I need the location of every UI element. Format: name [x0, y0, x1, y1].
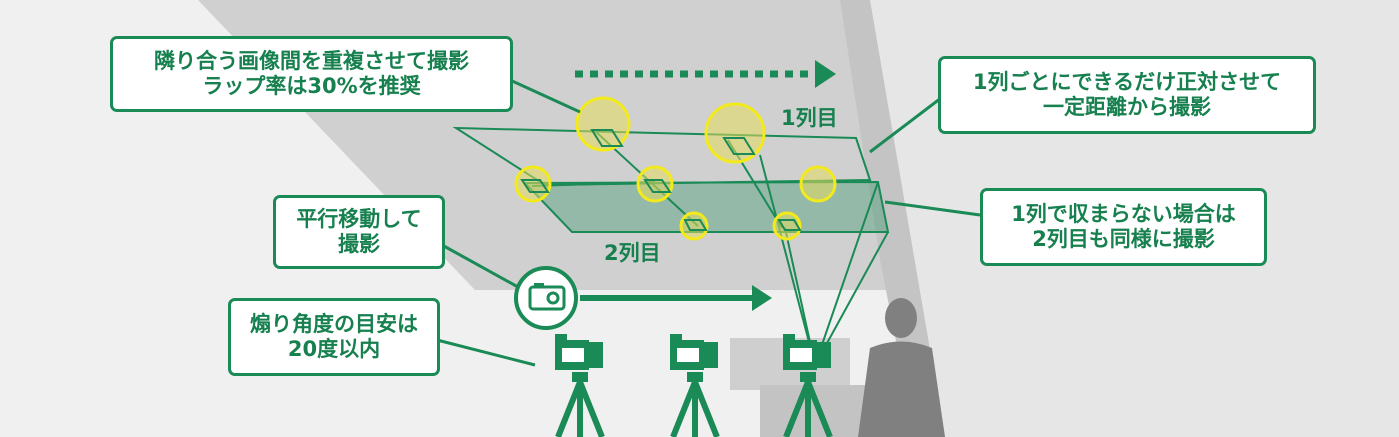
camera-icon [514, 266, 578, 330]
row1-label: 1列目 [781, 106, 838, 130]
overlap-circle [636, 165, 674, 203]
tripod-camera-icon [670, 334, 720, 437]
callout-facing: 1列ごとにできるだけ正対させて 一定距離から撮影 [938, 56, 1316, 134]
callout-parallel: 平行移動して 撮影 [273, 195, 445, 269]
tripod-camera-icon [783, 334, 833, 437]
row2-label: 2列目 [604, 241, 661, 265]
callout-overlap-line1: 隣り合う画像間を重複させて撮影 [154, 49, 469, 73]
overlap-circle [514, 165, 552, 203]
movement-arrowhead-icon [752, 285, 772, 311]
tripod-camera-icon [555, 334, 605, 437]
dotted-arrowhead-icon [815, 60, 836, 88]
overlap-circle [575, 96, 631, 152]
callout-parallel-line2: 撮影 [338, 232, 380, 256]
callout-second-row-line2: 2列目も同様に撮影 [1032, 227, 1215, 251]
callout-angle-line2: 20度以内 [287, 337, 381, 361]
overlap-circle [772, 211, 802, 241]
callout-second-row-line1: 1列で収まらない場合は [1011, 202, 1236, 226]
callout-overlap-line2: ラップ率は30%を推奨 [202, 74, 421, 98]
callout-angle: 煽り角度の目安は 20度以内 [228, 298, 440, 376]
callout-parallel-line1: 平行移動して [296, 207, 422, 231]
callout-facing-line2: 一定距離から撮影 [1043, 95, 1211, 119]
callout-overlap: 隣り合う画像間を重複させて撮影 ラップ率は30%を推奨 [110, 36, 513, 112]
overlap-circle [799, 165, 837, 203]
callout-second-row: 1列で収まらない場合は 2列目も同様に撮影 [980, 188, 1267, 266]
column-edge [840, 0, 945, 437]
callout-pointers [436, 78, 981, 367]
callout-angle-line1: 煽り角度の目安は [250, 312, 418, 336]
person-silhouette [858, 298, 945, 437]
callout-facing-line1: 1列ごとにできるだけ正対させて [972, 70, 1282, 94]
image-tiles [520, 129, 802, 231]
